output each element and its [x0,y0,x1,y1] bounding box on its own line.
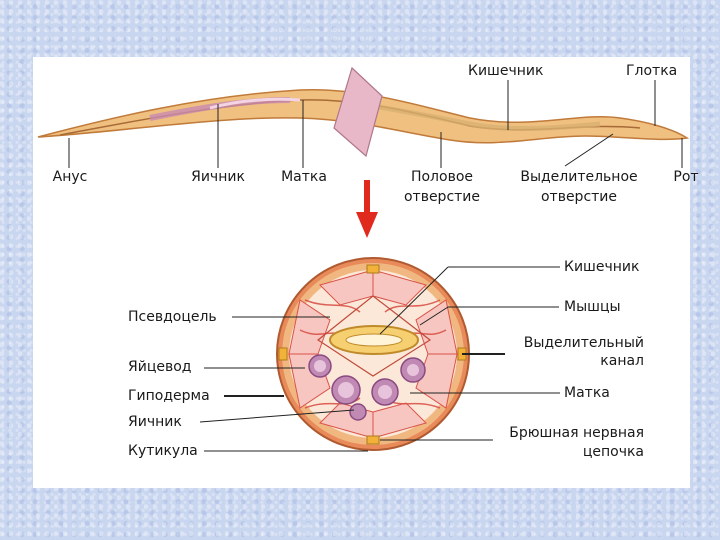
label-hypodermis: Гиподерма [128,389,210,404]
label-intestine-cross: Кишечник [564,260,639,275]
label-nerve-cord-2: цепочка [490,445,644,460]
label-pseudocoel: Псевдоцель [128,310,217,325]
label-excretory-canal-2: канал [500,354,644,369]
label-ovary-top: Яичник [186,170,250,185]
label-uterus-top: Матка [280,170,328,185]
label-excretory-pore-2: отверстие [508,190,650,205]
down-arrow-icon [356,180,378,238]
label-genital-pore-1: Половое [398,170,486,185]
label-excretory-canal-1: Выделительный [500,336,644,351]
label-excretory-pore-1: Выделительное [508,170,650,185]
label-genital-pore-2: отверстие [398,190,486,205]
label-anus: Анус [47,170,93,185]
cut-plane [334,68,382,156]
label-muscles: Мышцы [564,300,621,315]
label-oviduct: Яйцевод [128,360,191,375]
label-mouth: Рот [666,170,706,185]
cross-section [277,258,469,450]
label-uterus-cross: Матка [564,386,610,401]
label-ovary-cross: Яичник [128,415,182,430]
label-intestine-top: Кишечник [468,64,543,79]
label-pharynx: Глотка [626,64,677,79]
label-nerve-cord-1: Брюшная нервная [490,426,644,441]
label-cuticle: Кутикула [128,444,198,459]
